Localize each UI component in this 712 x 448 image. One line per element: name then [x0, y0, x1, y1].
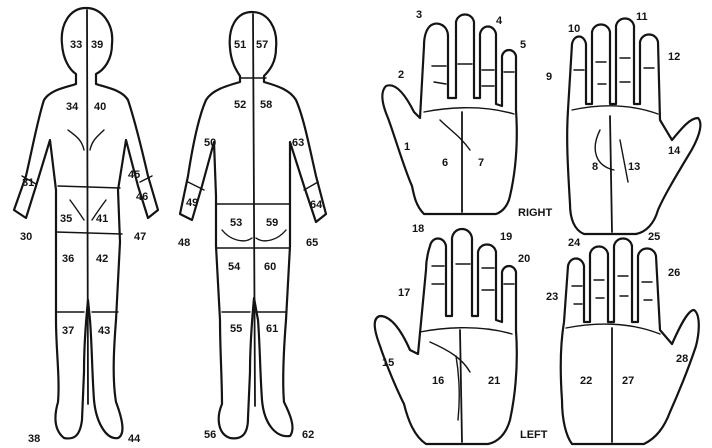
front-label-47: 47: [134, 231, 146, 243]
front-label-38: 38: [28, 433, 40, 445]
back-label-50: 50: [204, 137, 216, 149]
left-palm-label-17: 17: [398, 287, 410, 299]
front-label-44: 44: [128, 433, 141, 445]
left-palm-label-16: 16: [432, 375, 444, 387]
front-midline: [87, 10, 88, 404]
back-label-57: 57: [256, 39, 268, 51]
back-label-48: 48: [178, 237, 190, 249]
back-label-58: 58: [260, 99, 272, 111]
front-label-37: 37: [62, 325, 74, 337]
right-back-label-10: 10: [568, 23, 580, 35]
left-side-label: LEFT: [520, 429, 548, 441]
right-palm-label-4: 4: [496, 15, 503, 27]
right-hand-back-figure: 10 11 9 12 8 13 14: [546, 11, 700, 234]
left-hand-palm-figure: 18 19 17 20 15 16 21: [375, 223, 531, 444]
right-hand-palm-figure: 3 4 2 5 1 6 7: [382, 9, 526, 214]
left-palm-label-21: 21: [488, 375, 500, 387]
right-hand-back-outline: [567, 19, 700, 235]
back-label-63: 63: [292, 137, 304, 149]
right-palm-label-2: 2: [398, 69, 404, 81]
back-label-65: 65: [306, 237, 318, 249]
front-label-41: 41: [96, 213, 108, 225]
right-back-label-9: 9: [546, 71, 552, 83]
back-label-52: 52: [234, 99, 246, 111]
back-label-62: 62: [302, 429, 314, 441]
back-label-64: 64: [310, 199, 323, 211]
front-label-33: 33: [70, 39, 82, 51]
left-back-label-25: 25: [648, 231, 660, 243]
right-palm-label-1: 1: [404, 141, 410, 153]
left-palm-label-18: 18: [412, 223, 424, 235]
left-back-label-27: 27: [622, 375, 634, 387]
front-label-46: 46: [136, 191, 148, 203]
left-palm-label-15: 15: [382, 357, 394, 369]
left-back-label-24: 24: [568, 237, 581, 249]
front-label-42: 42: [96, 253, 108, 265]
back-label-51: 51: [234, 39, 246, 51]
left-back-label-26: 26: [668, 267, 680, 279]
front-body-figure: 33 39 34 40 35 41 36 42 37 43 45 46 30 3…: [14, 8, 158, 445]
right-side-label: RIGHT: [518, 207, 553, 219]
back-label-61: 61: [266, 323, 278, 335]
front-label-30: 30: [20, 231, 32, 243]
front-label-35: 35: [60, 213, 72, 225]
left-back-label-28: 28: [676, 353, 688, 365]
left-palm-label-19: 19: [500, 231, 512, 243]
right-palm-label-5: 5: [520, 39, 526, 51]
left-hand-palm-outline: [375, 229, 517, 444]
back-label-49: 49: [186, 197, 198, 209]
back-label-56: 56: [204, 429, 216, 441]
back-body-figure: 51 57 52 58 50 63 53 59 49 64 48 65 54 6…: [178, 12, 326, 441]
right-palm-label-3: 3: [416, 9, 422, 21]
front-label-40: 40: [94, 101, 106, 113]
left-back-label-22: 22: [580, 375, 592, 387]
front-label-34: 34: [66, 101, 79, 113]
right-back-label-13: 13: [628, 161, 640, 173]
right-back-label-14: 14: [668, 145, 681, 157]
back-label-60: 60: [264, 261, 276, 273]
right-palm-label-6: 6: [442, 157, 448, 169]
front-body-outline: [14, 8, 158, 438]
left-palm-label-20: 20: [518, 253, 530, 265]
front-label-36: 36: [62, 253, 74, 265]
right-hand-palm-outline: [382, 15, 516, 215]
right-palm-label-7: 7: [478, 157, 484, 169]
right-back-label-12: 12: [668, 51, 680, 63]
front-label-31: 31: [22, 177, 34, 189]
back-label-55: 55: [230, 323, 242, 335]
back-label-59: 59: [266, 217, 278, 229]
right-back-label-11: 11: [636, 11, 648, 23]
right-back-label-8: 8: [592, 161, 598, 173]
left-hand-back-figure: 24 25 23 26 22 27 28: [546, 231, 699, 444]
left-back-label-23: 23: [546, 291, 558, 303]
back-label-53: 53: [230, 217, 242, 229]
front-label-43: 43: [98, 325, 110, 337]
front-label-39: 39: [91, 39, 103, 51]
back-label-54: 54: [228, 261, 241, 273]
front-label-45: 45: [128, 169, 140, 181]
